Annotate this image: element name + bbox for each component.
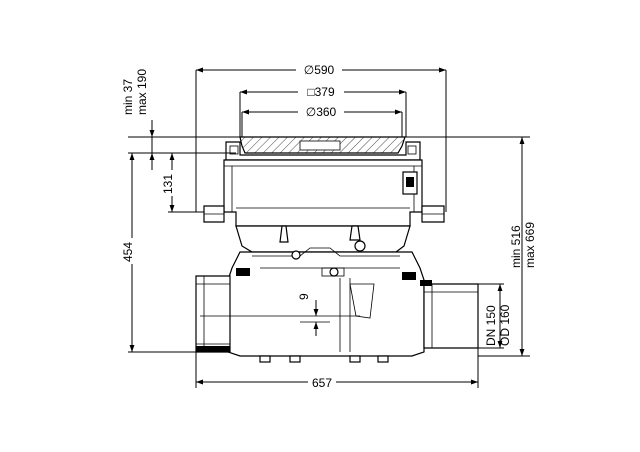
label-width-657: 657 — [312, 376, 332, 390]
label-height-454: 454 — [121, 242, 135, 262]
label-offset-9: 9 — [297, 293, 311, 300]
inlet-pipe — [195, 275, 231, 353]
label-total-min: min 516 — [509, 225, 523, 268]
label-frame-max: max 190 — [135, 69, 149, 115]
label-frame-min: min 37 — [121, 79, 135, 115]
grating-center-slot — [299, 140, 341, 151]
dimension-labels: ∅590 □379 ∅360 min 37 max 190 131 454 9 … — [121, 62, 537, 390]
label-square-379: □379 — [307, 85, 335, 99]
label-height-131: 131 — [161, 174, 175, 194]
label-diameter-590: ∅590 — [304, 63, 335, 77]
label-total-max: max 669 — [523, 222, 537, 268]
extension-body — [223, 159, 423, 227]
label-pipe-od: OD 160 — [498, 304, 512, 346]
label-pipe-dn: DN 150 — [484, 305, 498, 346]
label-diameter-360: ∅360 — [306, 105, 337, 119]
gully-drawing — [195, 136, 479, 363]
